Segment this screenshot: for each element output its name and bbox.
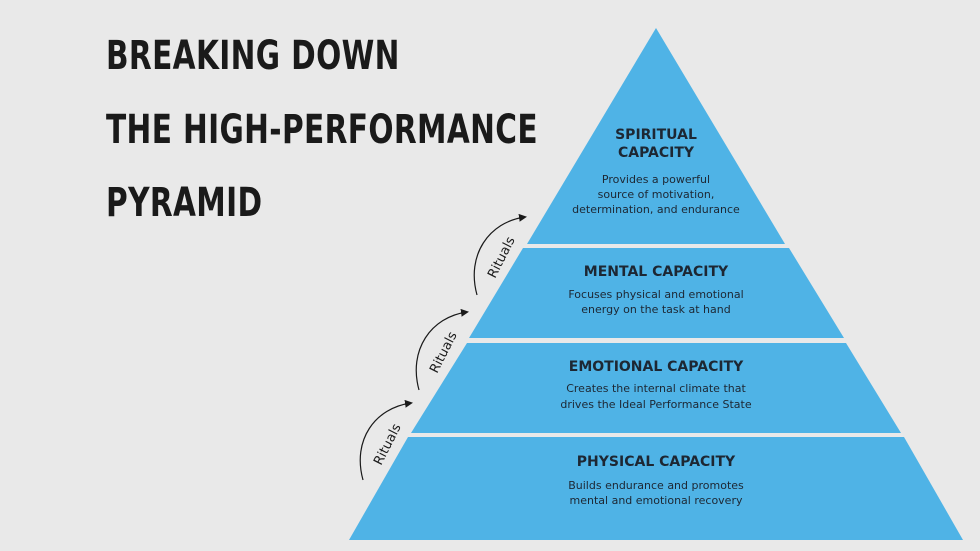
tier-spiritual-desc-2: source of motivation, xyxy=(598,188,715,201)
tier-physical-shape xyxy=(349,437,963,540)
tier-physical-title: PHYSICAL CAPACITY xyxy=(577,454,736,470)
title-line-3: PYRAMID xyxy=(106,180,263,226)
tier-emotional-title: EMOTIONAL CAPACITY xyxy=(569,359,744,375)
tier-spiritual-desc-1: Provides a powerful xyxy=(602,173,710,186)
title-line-2: THE HIGH-PERFORMANCE xyxy=(106,107,538,153)
tier-mental-title: MENTAL CAPACITY xyxy=(584,264,729,280)
ritual-arrow-2 xyxy=(415,308,469,391)
ritual-arrow-1 xyxy=(359,399,413,481)
tier-physical-desc-2: mental and emotional recovery xyxy=(570,494,743,507)
tier-emotional-shape xyxy=(411,343,901,433)
tier-emotional-desc-1: Creates the internal climate that xyxy=(566,382,746,395)
tier-spiritual-desc-3: determination, and endurance xyxy=(572,203,740,216)
tier-spiritual-shape xyxy=(527,28,785,244)
title-line-1: BREAKING DOWN xyxy=(106,33,400,79)
tier-mental-desc-2: energy on the task at hand xyxy=(581,303,730,316)
ritual-arrow-3 xyxy=(473,213,527,296)
tier-physical-desc-1: Builds endurance and promotes xyxy=(568,479,744,492)
tier-spiritual-title-1: SPIRITUAL xyxy=(615,127,697,143)
tier-emotional-desc-2: drives the Ideal Performance State xyxy=(560,398,751,411)
tier-mental-shape xyxy=(469,248,844,338)
tier-spiritual-title-2: CAPACITY xyxy=(618,145,695,161)
tier-mental-desc-1: Focuses physical and emotional xyxy=(568,288,743,301)
